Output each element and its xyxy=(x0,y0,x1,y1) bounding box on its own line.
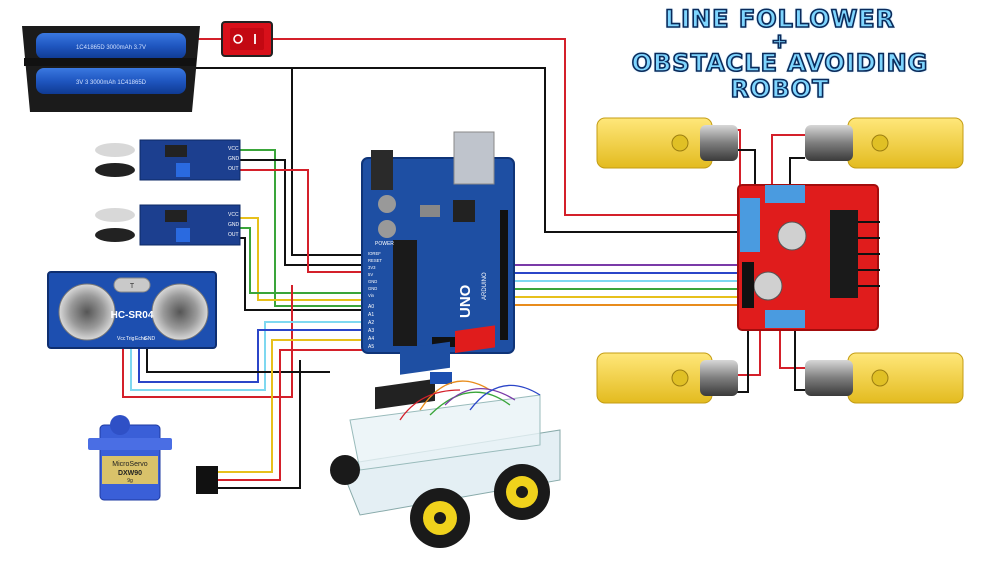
wire-ir1-gnd xyxy=(240,159,363,266)
wire-servo-vcc xyxy=(218,349,363,481)
ultrasonic-pin-trig: Trig xyxy=(126,336,135,342)
wire-battery-gnd-to-driver xyxy=(190,67,740,233)
ir2-label-out: OUT xyxy=(228,232,239,238)
assembled-robot-illustration xyxy=(330,325,561,548)
wire-ir2-gnd xyxy=(240,227,363,294)
ultrasonic-pin-echo: Echo xyxy=(135,336,147,342)
page-title: LINE FOLLOWER + OBSTACLE AVOIDING ROBOT xyxy=(620,5,940,103)
arduino-uno: UNO ARDUINO POWER IOREF RESET 3V3 5V GND… xyxy=(361,131,515,354)
wire-ultra-trig xyxy=(130,321,363,391)
ultrasonic-pin-vcc: Vcc xyxy=(117,336,126,342)
power-pin-gnd1: GND xyxy=(368,279,377,284)
ir-sensor-1: VCC GND OUT xyxy=(95,139,241,181)
wire-motor-bl-1 xyxy=(735,328,761,376)
power-pin-vin: Vin xyxy=(368,293,375,298)
wire-servo-signal xyxy=(218,339,363,473)
wire-motor-tr-1 xyxy=(771,134,805,185)
wire-motor-bl-2 xyxy=(735,328,749,393)
power-pin-reset: RESET xyxy=(368,258,382,263)
ir2-label-gnd: GND xyxy=(228,222,240,228)
analog-pin-a4: A4 xyxy=(368,336,374,342)
analog-pin-a2: A2 xyxy=(368,320,374,326)
wire-ir2-vcc xyxy=(240,217,363,301)
motor-driver-l298n xyxy=(737,184,880,331)
power-pin-ioref: IOREF xyxy=(368,251,381,256)
wire-switch-to-driver-vcc xyxy=(272,38,740,216)
analog-pin-a5: A5 xyxy=(368,344,374,350)
battery-cell-2-label: 3V 3 3000mAh 1C41865D xyxy=(76,80,147,86)
analog-pin-a1: A1 xyxy=(368,312,374,318)
arduino-power-pins: IOREF RESET 3V3 5V GND GND Vin xyxy=(368,251,382,298)
title-line-3: OBSTACLE AVOIDING xyxy=(631,49,929,77)
ir1-label-out: OUT xyxy=(228,166,239,172)
wire-driver-5v-to-arduino xyxy=(291,68,363,256)
battery-cell-1-label: 1C41865D 3000mAh 3.7V xyxy=(76,45,146,51)
servo-motor: MicroServo DXW90 9g xyxy=(88,415,218,501)
arduino-power-label: POWER xyxy=(375,241,394,247)
servo-spec-label: 9g xyxy=(127,478,133,484)
wires xyxy=(122,38,805,489)
power-pin-gnd2: GND xyxy=(368,286,377,291)
wire-ir1-vcc xyxy=(240,149,363,307)
title-line-1: LINE FOLLOWER xyxy=(664,5,896,33)
wire-motor-tl-2 xyxy=(735,149,756,200)
arduino-analog-pins: A0 A1 A2 A3 A4 A5 xyxy=(368,304,374,350)
ultrasonic-model-label: HC-SR04 xyxy=(111,310,154,321)
wire-ultra-echo xyxy=(138,329,363,383)
ir1-label-vcc: VCC xyxy=(228,146,239,152)
ultrasonic-sensor: T HC-SR04 Vcc Trig Echo GND xyxy=(47,271,217,349)
battery-pack: 1C41865D 3000mAh 3.7V 3V 3 3000mAh 1C418… xyxy=(22,26,200,112)
motor-bottom-right xyxy=(805,352,964,404)
analog-pin-a0: A0 xyxy=(368,304,374,310)
wire-servo-gnd xyxy=(218,360,301,489)
ultrasonic-pin-gnd: GND xyxy=(144,336,156,342)
motor-bottom-left xyxy=(596,352,738,404)
title-line-4: ROBOT xyxy=(730,75,830,103)
wire-motor-tr-2 xyxy=(789,157,805,185)
power-switch xyxy=(221,21,273,57)
analog-pin-a3: A3 xyxy=(368,328,374,334)
motor-top-right xyxy=(805,117,964,169)
ir1-label-gnd: GND xyxy=(228,156,240,162)
servo-brand-label: MicroServo xyxy=(112,461,148,468)
wire-ir1-out xyxy=(240,169,363,273)
power-pin-3v3: 3V3 xyxy=(368,265,376,270)
wire-motor-br-1 xyxy=(779,328,805,369)
ir2-label-vcc: VCC xyxy=(228,212,239,218)
arduino-board-label: UNO xyxy=(457,284,474,318)
servo-model-label: DXW90 xyxy=(118,470,142,477)
arduino-brand-label: ARDUINO xyxy=(482,272,488,300)
title-line-2: + xyxy=(770,29,789,53)
wire-motor-br-2 xyxy=(794,328,805,391)
power-pin-5v: 5V xyxy=(368,272,373,277)
ir-sensor-2: VCC GND OUT xyxy=(95,204,241,246)
wire-ultra-gnd xyxy=(146,345,330,373)
motor-top-left xyxy=(596,117,738,169)
ultrasonic-crystal-label: T xyxy=(130,283,135,290)
wire-ir2-out xyxy=(240,237,363,311)
